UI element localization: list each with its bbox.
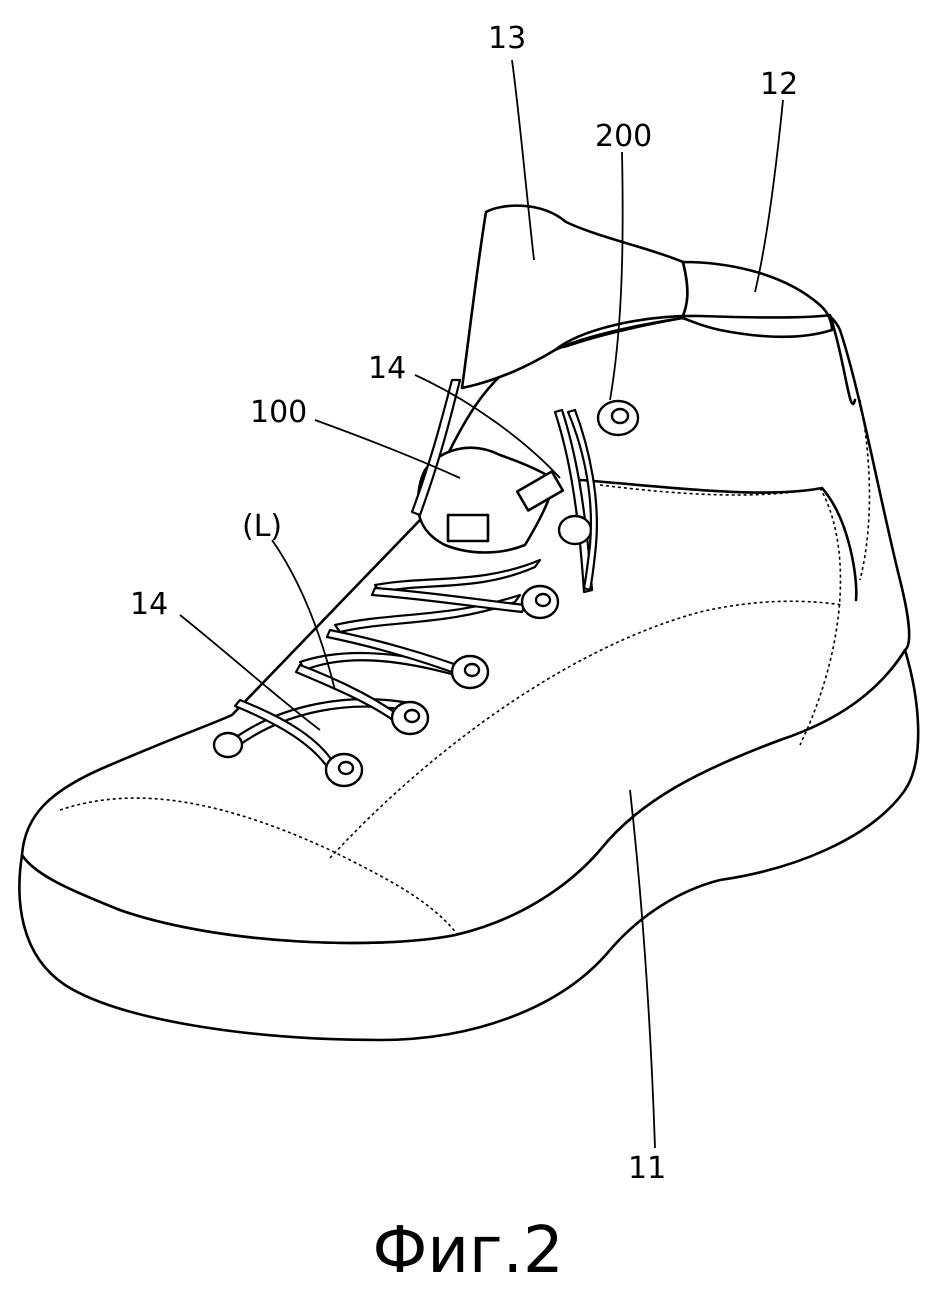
- label-13: 13: [488, 21, 526, 56]
- label-100: 100: [250, 395, 307, 430]
- upper-lace-strap-left: [410, 378, 462, 517]
- label-200: 200: [595, 119, 652, 154]
- boot-heel-collar: [680, 260, 834, 339]
- eyelet-left-1: [212, 731, 244, 759]
- boot-collar-padding: [553, 313, 857, 406]
- leader-11: [629, 789, 656, 1149]
- boot-upper: [20, 302, 911, 945]
- eyelet-right-3-hole: [463, 662, 481, 678]
- leader-100: [314, 419, 461, 479]
- vamp-seam: [329, 600, 843, 859]
- leader-14-upper: [414, 374, 561, 479]
- lace-diagonal-4: [370, 586, 527, 614]
- fastening-device-clip: [515, 470, 565, 512]
- eyelet-right-5-hole: [337, 760, 355, 776]
- leader-L: [271, 539, 336, 691]
- figure-caption: Фиг.2: [372, 1214, 563, 1288]
- label-12: 12: [760, 67, 798, 102]
- eyelet-right-1: [557, 514, 593, 546]
- leader-12: [754, 99, 784, 293]
- eyelet-right-4-hole: [403, 708, 421, 724]
- quarter-seam: [799, 487, 842, 746]
- lace-cross-4: [373, 558, 542, 594]
- heel-seam: [859, 399, 871, 581]
- label-11: 11: [628, 1151, 666, 1186]
- leader-13: [511, 59, 535, 261]
- lace-cross-3: [333, 593, 522, 634]
- eyelet-200-hole: [610, 407, 630, 425]
- toe-cap-seam: [59, 797, 459, 936]
- leader-200: [609, 151, 624, 401]
- fastening-device-buckle: [446, 513, 490, 543]
- label-14-upper: 14: [368, 351, 406, 386]
- label-L: (L): [242, 509, 282, 544]
- eyelet-right-2-hole: [534, 592, 552, 608]
- lace-free-end: [566, 408, 598, 592]
- upper-lace-strap-right: [553, 408, 594, 594]
- label-14-lower: 14: [130, 587, 168, 622]
- leader-14-lower: [179, 614, 321, 731]
